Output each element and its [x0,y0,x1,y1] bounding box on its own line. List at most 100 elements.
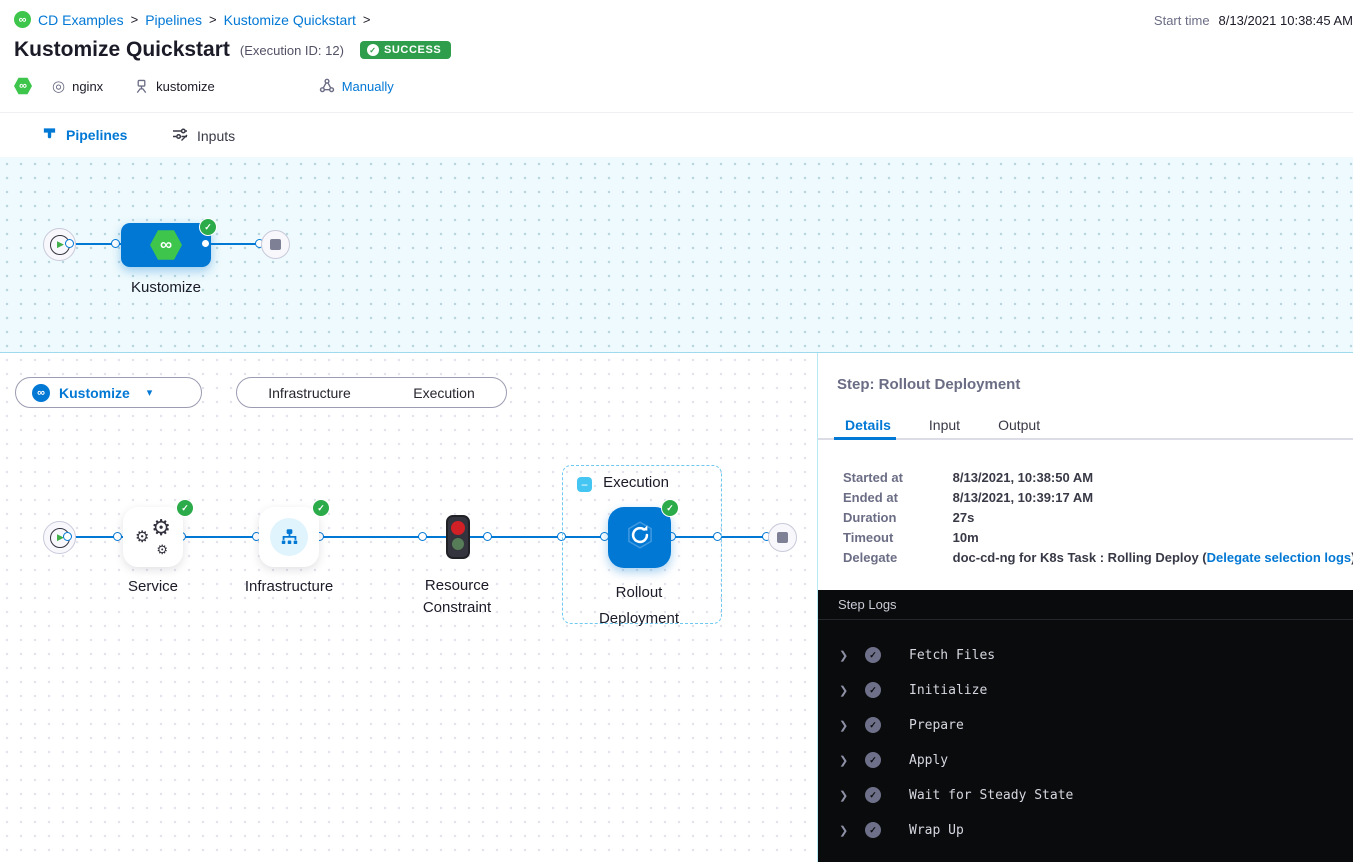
stage-success-icon: ✓ [199,218,217,236]
log-success-icon: ✓ [865,787,881,803]
page-title: Kustomize Quickstart [14,38,230,61]
tags-row: ∞ ◎ nginx kustomize Manually [14,77,394,95]
detail-row-started-at: Started at 8/13/2021, 10:38:50 AM [843,470,1094,485]
step-success-icon: ✓ [312,499,330,517]
toggle-infrastructure[interactable]: Infrastructure [268,384,351,401]
trigger-link[interactable]: Manually [341,78,394,94]
chevron-right-icon[interactable]: ❯ [839,754,849,767]
infrastructure-sitemap-icon [270,518,308,556]
detail-row-duration: Duration 27s [843,510,975,525]
tag-environment: kustomize [156,78,215,94]
pipeline-start-node[interactable]: ▶ [43,228,76,261]
collapse-group-icon[interactable]: − [577,477,592,492]
log-section-wrap-up[interactable]: ❯ ✓ Wrap Up [839,822,964,838]
stage-label: Kustomize [130,279,202,296]
log-section-prepare[interactable]: ❯ ✓ Prepare [839,717,964,733]
tab-input[interactable]: Input [928,417,961,433]
status-badge: ✓ SUCCESS [359,41,452,59]
pipelines-icon [42,126,57,144]
step-details-panel: Step: Rollout Deployment Details Input O… [817,353,1353,862]
start-time: Start time 8/13/2021 10:38:45 AM [1154,13,1353,28]
tab-pipelines[interactable]: Pipelines [42,126,127,144]
chevron-right-icon[interactable]: ❯ [839,789,849,802]
service-gears-icon: ⚙ ⚙ ⚙ [135,515,171,557]
environment-icon [134,79,149,94]
tab-details[interactable]: Details [845,417,891,433]
stop-icon [777,532,788,543]
chevron-right-icon[interactable]: ❯ [839,649,849,662]
connector-port [201,239,210,248]
breadcrumb-separator: > [362,12,371,27]
log-section-initialize[interactable]: ❯ ✓ Initialize [839,682,988,698]
step-label-constraint: Constraint [422,599,492,616]
log-success-icon: ✓ [865,682,881,698]
connector-port [418,532,427,541]
stage-selector-icon: ∞ [32,383,50,402]
infra-execution-toggle: Infrastructure Execution [236,377,507,408]
nav-tabbar: Pipelines Inputs [0,112,1353,270]
stage-selector-dropdown[interactable]: ∞ Kustomize ▾ [15,377,202,408]
detail-row-timeout: Timeout 10m [843,530,979,545]
traffic-light-red [451,521,465,535]
breadcrumb: ∞ CD Examples > Pipelines > Kustomize Qu… [14,11,370,28]
chevron-right-icon[interactable]: ❯ [839,824,849,837]
breadcrumb-pipelines[interactable]: Pipelines [145,11,203,28]
execution-id: (Execution ID: 12) [239,42,344,58]
step-success-icon: ✓ [661,499,679,517]
chevron-right-icon[interactable]: ❯ [839,684,849,697]
breadcrumb-separator: > [209,12,217,27]
step-panel-title: Step: Rollout Deployment [837,376,1021,393]
chevron-right-icon[interactable]: ❯ [839,719,849,732]
stage-selector-label: Kustomize [59,384,130,401]
connector-port [483,532,492,541]
success-check-icon: ✓ [366,44,379,56]
execution-group-label: Execution [603,474,669,491]
rollout-redeploy-icon [625,520,655,555]
trigger-icon [319,78,335,94]
tab-inputs[interactable]: Inputs [172,126,235,145]
tab-output[interactable]: Output [998,417,1041,433]
panel-tab-track [818,438,1353,440]
breadcrumb-kustomize-quickstart[interactable]: Kustomize Quickstart [223,11,356,28]
step-label-infrastructure: Infrastructure [244,578,334,595]
start-time-value: 8/13/2021 10:38:45 AM [1218,13,1353,28]
breadcrumb-cd-examples[interactable]: CD Examples [38,11,124,28]
stage-execution-canvas: ∞ Kustomize ▾ Infrastructure Execution ▶… [0,353,817,862]
detail-row-delegate: Delegate doc-cd-ng for K8s Task : Rollin… [843,550,1353,565]
step-node-rollout-deployment[interactable] [608,507,671,568]
status-badge-label: SUCCESS [383,44,442,56]
service-target-icon: ◎ [52,78,66,95]
pipeline-end-node[interactable] [261,230,290,259]
step-label-resource: Resource [424,577,490,594]
title-row: Kustomize Quickstart (Execution ID: 12) … [14,38,452,62]
toggle-execution[interactable]: Execution [413,384,475,401]
step-node-service[interactable]: ⚙ ⚙ ⚙ [123,507,183,567]
tag-service: nginx [72,78,104,94]
connector-port [557,532,566,541]
stop-icon [270,239,281,250]
step-logs-panel: Step Logs ❯ ✓ Fetch Files ❯ ✓ Initialize… [818,590,1353,862]
step-logs-title: Step Logs [838,597,897,612]
connector-port [65,239,74,248]
delegate-selection-logs-link[interactable]: Delegate selection logs [1206,550,1352,565]
step-node-infrastructure[interactable] [259,507,319,567]
log-section-apply[interactable]: ❯ ✓ Apply [839,752,949,768]
execution-end-node[interactable] [768,523,797,552]
stage-node-kustomize[interactable]: ∞ [121,223,211,267]
execution-group-box [562,465,722,624]
tab-pipelines-label: Pipelines [66,127,128,143]
log-section-fetch-files[interactable]: ❯ ✓ Fetch Files [839,647,996,663]
start-time-label: Start time [1153,13,1210,28]
step-node-resource-constraint[interactable] [446,515,470,559]
connector-port [63,532,72,541]
log-section-wait-for-steady-state[interactable]: ❯ ✓ Wait for Steady State [839,787,1074,803]
pipeline-graph: ▶ ∞ ✓ Kustomize [0,157,1353,353]
step-label-rollout: Rollout [615,584,663,601]
step-label-service: Service [127,578,179,595]
step-success-icon: ✓ [176,499,194,517]
log-success-icon: ✓ [865,717,881,733]
harness-cd-icon: ∞ [14,77,32,95]
inputs-icon [172,126,188,145]
log-success-icon: ✓ [865,822,881,838]
step-label-deployment: Deployment [598,610,680,627]
